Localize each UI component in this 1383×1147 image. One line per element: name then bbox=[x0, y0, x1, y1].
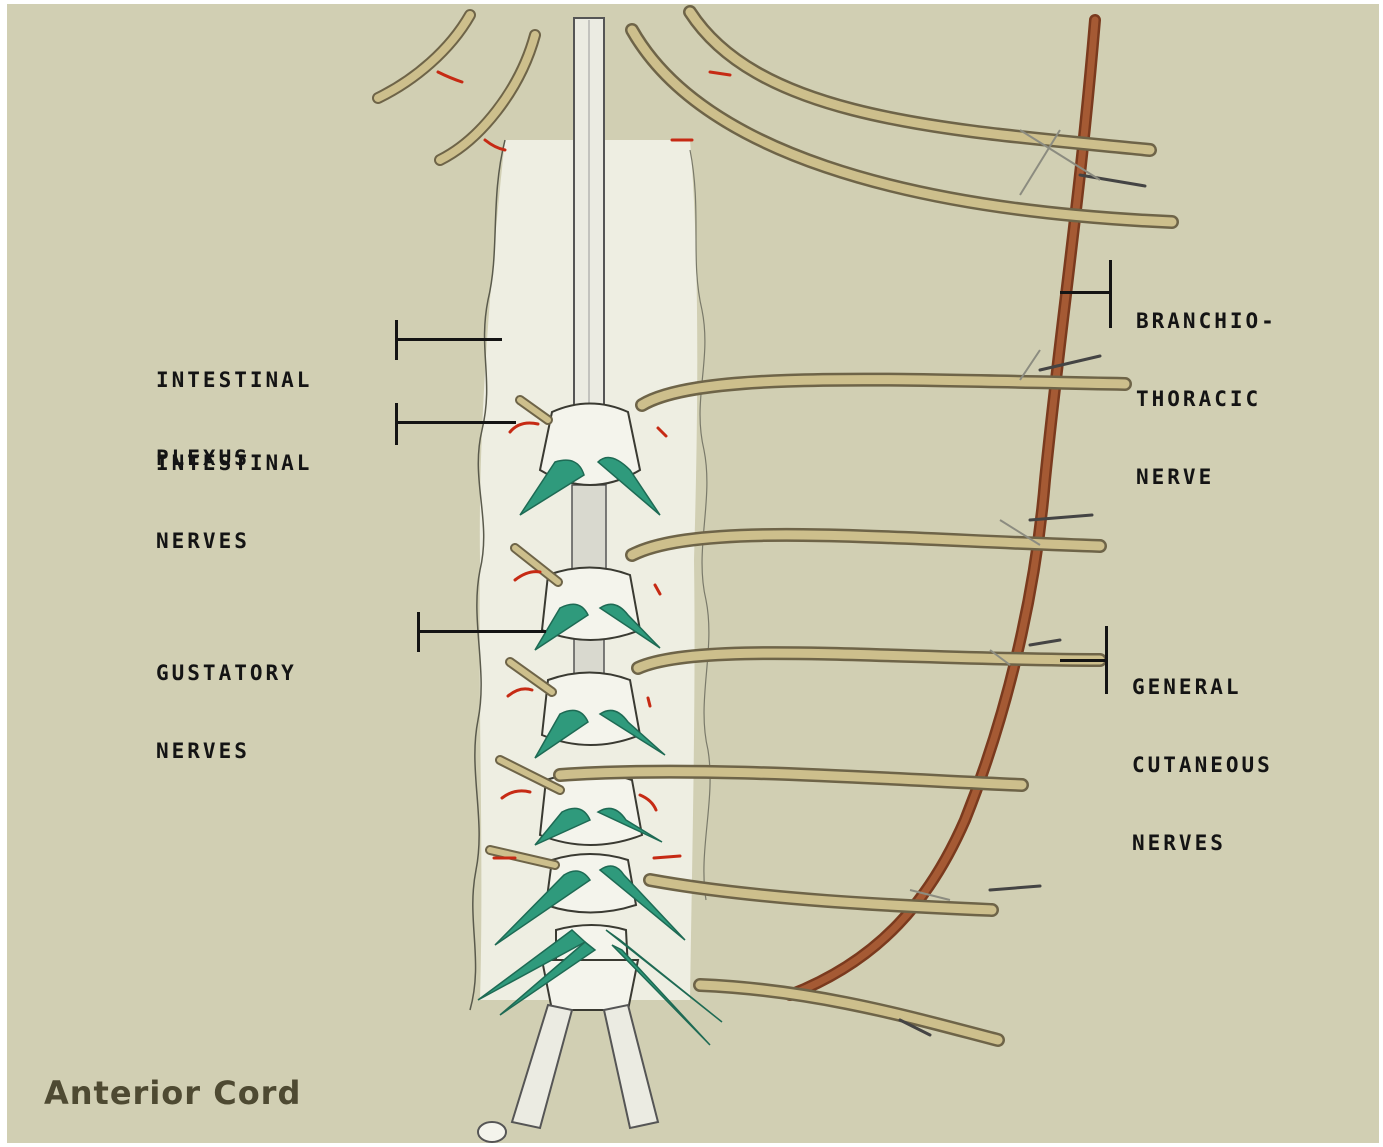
cord-loop bbox=[478, 1122, 506, 1142]
leader-branchio-thoracic-nerve bbox=[1060, 291, 1109, 294]
cord-segment bbox=[572, 485, 606, 580]
label-intestinal-nerves: INTESTINAL NERVES bbox=[156, 398, 312, 606]
label-branchio-thoracic-nerve: BRANCHIO- THORACIC NERVE bbox=[1136, 256, 1277, 542]
caption-anterior-cord: Anterior Cord bbox=[44, 1074, 301, 1112]
upper-left-nerve bbox=[378, 15, 470, 98]
leader-intestinal-nerves bbox=[398, 421, 516, 424]
leader-gustatory-nerves bbox=[420, 630, 546, 633]
bracket-general-cutaneous-nerves bbox=[1105, 626, 1108, 694]
bracket-branchio-thoracic-nerve bbox=[1109, 260, 1112, 328]
leader-general-cutaneous-nerves bbox=[1060, 659, 1105, 662]
trailing-rods bbox=[512, 1005, 658, 1128]
label-general-cutaneous-nerves: GENERAL CUTANEOUS NERVES bbox=[1132, 622, 1273, 908]
bracket-intestinal-nerves bbox=[395, 403, 398, 445]
label-gustatory-nerves: GUSTATORY NERVES bbox=[156, 608, 297, 816]
leader-intestinal-plexus bbox=[398, 338, 502, 341]
